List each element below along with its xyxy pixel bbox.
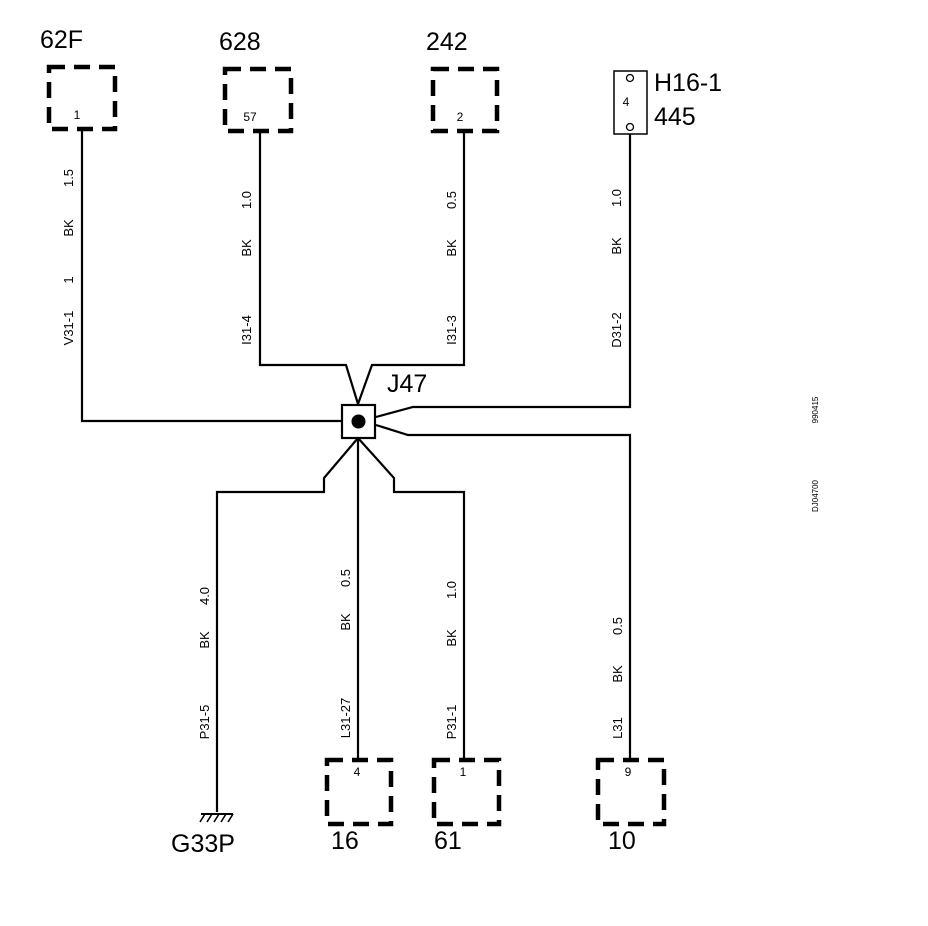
wire-242-color: BK	[444, 239, 459, 257]
wire-d31-2	[375, 134, 632, 419]
component-h16-1-label: H16-1	[654, 69, 722, 97]
terminal-top-icon	[625, 73, 635, 83]
connector-628-pin: 57	[243, 110, 257, 124]
side-code-ref: DJ04700	[811, 479, 820, 512]
connector-628-box	[222, 66, 294, 134]
connector-62f[interactable]: 62F 1	[40, 26, 118, 132]
connector-16[interactable]: 4 16	[324, 757, 394, 855]
connector-242-label: 242	[426, 28, 468, 56]
wire-62f-color: BK	[61, 219, 76, 237]
ground-icon	[199, 813, 234, 823]
connector-10-pin: 9	[625, 765, 632, 779]
wire-62f-size: 1.5	[61, 169, 76, 187]
wire-h16-size: 1.0	[609, 189, 624, 207]
wire-gnd-id: P31-5	[197, 705, 212, 740]
connector-62f-label: 62F	[40, 26, 83, 54]
wire-l31	[375, 423, 632, 762]
splice-j47[interactable]: J47	[340, 370, 427, 440]
wire-62f-id: V31-1	[61, 311, 76, 346]
wire-h16-color: BK	[609, 237, 624, 255]
connector-628-label: 628	[219, 28, 261, 56]
connector-61-box	[431, 757, 502, 827]
connector-242-box	[430, 66, 500, 134]
splice-j47-label: J47	[387, 370, 427, 398]
wire-h16-id: D31-2	[609, 312, 624, 347]
splice-dot-icon	[351, 414, 366, 429]
wire-242-size: 0.5	[444, 191, 459, 209]
wire-10-color: BK	[610, 665, 625, 683]
connector-242[interactable]: 242 2	[426, 28, 500, 134]
connector-16-pin: 4	[354, 765, 361, 779]
connector-10-label: 10	[608, 827, 636, 855]
wire-v31-1	[80, 131, 341, 423]
wire-16-size: 0.5	[338, 569, 353, 587]
connector-16-box	[324, 757, 394, 827]
side-code-date: 990415	[811, 396, 820, 423]
connector-61-label: 61	[434, 827, 462, 855]
wire-16-color: BK	[338, 613, 353, 631]
wire-i31-3	[356, 133, 466, 405]
connector-62f-pin: 1	[74, 108, 81, 122]
wire-labels: 1.5 BK 1 V31-1 1.0 BK I31-4 0.5 BK I31-3…	[61, 169, 625, 739]
connector-628[interactable]: 628 57	[219, 28, 294, 134]
connector-62f-box	[46, 64, 118, 132]
wire-i31-4	[258, 133, 360, 405]
wire-61-size: 1.0	[444, 581, 459, 599]
component-h16-1-pin: 4	[623, 95, 630, 109]
ground-g33p[interactable]: G33P	[171, 813, 235, 858]
connector-16-label: 16	[331, 827, 359, 855]
wire-p31-5	[215, 437, 359, 812]
wire-10-id: L31	[610, 717, 625, 739]
wire-p31-1	[357, 437, 466, 762]
connector-61-pin: 1	[460, 765, 467, 779]
ground-g33p-label: G33P	[171, 830, 235, 858]
wire-62f-extra: 1	[61, 276, 76, 283]
wire-61-id: P31-1	[444, 705, 459, 740]
wire-61-color: BK	[444, 629, 459, 647]
wire-gnd-color: BK	[197, 631, 212, 649]
wire-16-id: L31-27	[338, 698, 353, 738]
wires	[80, 131, 632, 812]
connector-242-pin: 2	[457, 110, 464, 124]
wire-10-size: 0.5	[610, 617, 625, 635]
connector-61[interactable]: 1 61	[431, 757, 502, 855]
wire-628-size: 1.0	[239, 191, 254, 209]
terminal-bottom-icon	[625, 122, 635, 132]
wire-gnd-size: 4.0	[197, 587, 212, 605]
component-h16-1[interactable]: 4 H16-1 445	[613, 69, 722, 135]
connector-10-box	[595, 757, 667, 827]
wire-242-id: I31-3	[444, 315, 459, 345]
wire-628-color: BK	[239, 239, 254, 257]
component-h16-1-number: 445	[654, 103, 696, 131]
wire-628-id: I31-4	[239, 315, 254, 345]
connector-10[interactable]: 9 10	[595, 757, 667, 855]
side-codes: 990415 DJ04700	[811, 396, 820, 512]
